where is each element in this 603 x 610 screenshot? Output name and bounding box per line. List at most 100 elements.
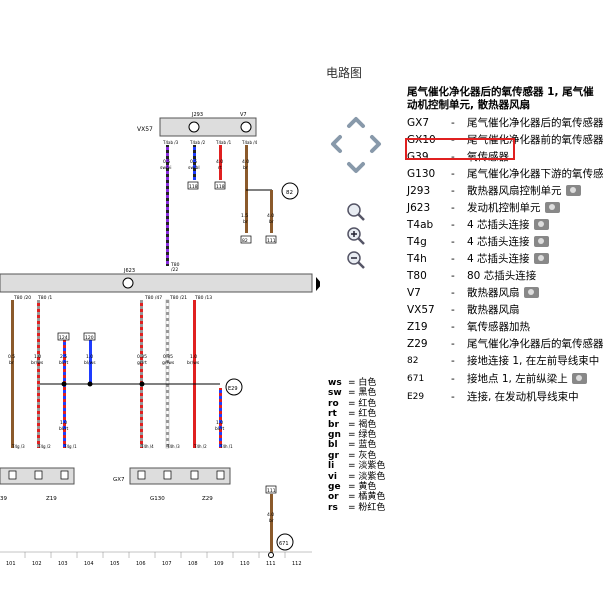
legend-code: 671 [407, 373, 425, 384]
legend-item-j623[interactable]: J623-发动机控制单元 [407, 199, 560, 216]
splice-ref-1: 124 [59, 335, 68, 341]
wire-color-1: sw/vi [160, 165, 171, 171]
legend-dash: - [451, 337, 455, 350]
legend-item-t4g[interactable]: T4g-4 芯插头连接 [407, 233, 549, 250]
wire-rt [219, 145, 222, 180]
camera-icon[interactable] [523, 287, 539, 298]
legend-code: G130 [407, 167, 436, 180]
legend-dash: - [451, 218, 455, 231]
camera-icon[interactable] [533, 253, 549, 264]
legend-dash: - [451, 116, 455, 129]
camera-icon[interactable] [565, 185, 581, 196]
e29-circle [225, 378, 243, 396]
color-code: rt [328, 409, 337, 420]
color-row: gn= 绿色 [328, 430, 377, 441]
g39-label: 39 [0, 496, 7, 502]
legend-code: T4g [407, 235, 427, 248]
color-name: 淡紫色 [358, 461, 386, 472]
legend-title-line1: 尾气催化净化器后的氧传感器 1, 尾气催 [407, 86, 594, 98]
legend-item-j293[interactable]: J293-散热器风扇控制单元 [407, 182, 581, 199]
wl-color-1: br [9, 360, 14, 366]
pan-right-button[interactable] [366, 134, 386, 154]
track-107: 107 [162, 561, 172, 567]
low-pin-6: T4h /2 [193, 444, 207, 449]
wire-brws-left [37, 300, 40, 448]
legend-item-e29[interactable]: E29-连接, 在发动机导线束中 [407, 388, 579, 405]
pan-down-button[interactable] [346, 158, 366, 178]
color-name: 红色 [358, 409, 377, 420]
wire-size-5: 1.5 [241, 213, 248, 219]
v7-label: V7 [240, 112, 247, 118]
legend-item-g130[interactable]: G130-尾气催化净化器下游的氧传感器 [407, 165, 603, 182]
wr-size-3: 1.0 [190, 354, 197, 360]
legend-item-v7[interactable]: V7-散热器风扇 [407, 284, 539, 301]
camera-icon[interactable] [571, 373, 587, 384]
color-name: 红色 [358, 398, 377, 409]
legend-item-z29[interactable]: Z29-尾气催化净化器后的氧传感器 [407, 335, 603, 352]
color-row: rt= 红色 [328, 409, 377, 420]
legend-code: V7 [407, 286, 421, 299]
legend-item-t80[interactable]: T80-80 芯插头连接 [407, 267, 536, 284]
low-pin-1: T4g /3 [11, 444, 25, 449]
camera-icon[interactable] [533, 236, 549, 247]
z29-label: Z29 [202, 496, 213, 502]
color-name: 粉红色 [358, 502, 386, 513]
color-code: li [328, 461, 335, 472]
t80-mid: T80 [170, 262, 180, 268]
color-row: gr= 灰色 [328, 450, 377, 461]
track-112: 112 [292, 561, 302, 567]
wire-blrt-1 [63, 340, 66, 384]
top-pin-4: T4ab /4 [241, 140, 258, 145]
legend-item-g39[interactable]: G39-氧传感器 [407, 148, 509, 165]
pan-up-button[interactable] [346, 112, 366, 132]
color-code: gn [328, 430, 341, 441]
legend-dash: - [451, 167, 455, 180]
wire-color-6: br [269, 219, 274, 225]
legend-item-gx7[interactable]: GX7-尾气催化净化器后的氧传感器 [407, 114, 603, 131]
color-name: 淡紫色 [358, 471, 386, 482]
track-110: 110 [240, 561, 250, 567]
color-name: 褐色 [358, 419, 377, 430]
e29-label: E29 [228, 386, 238, 392]
color-code: ws [328, 378, 342, 388]
sensor-symbols [8, 470, 225, 480]
low-pin-5: T4h /3 [166, 444, 180, 449]
zoom-out-button[interactable] [346, 250, 366, 270]
panel-title: 电路图 [326, 66, 363, 80]
legend-text: 80 芯插头连接 [467, 270, 537, 282]
legend-dash: - [451, 303, 455, 316]
legend-item-z19[interactable]: Z19-氧传感器加热 [407, 318, 530, 335]
gx7-label: GX7 [113, 477, 125, 483]
legend-item-t4h[interactable]: T4h-4 芯插头连接 [407, 250, 549, 267]
legend-text: 连接, 在发动机导线束中 [467, 391, 579, 403]
camera-icon[interactable] [544, 202, 560, 213]
j293-label: J293 [191, 112, 203, 118]
pan-left-button[interactable] [326, 134, 346, 154]
ground-671-circle [276, 533, 294, 551]
legend-item-82[interactable]: 82-接地连接 1, 在左前导线束中 [407, 352, 599, 369]
circuit-diagram: VX57 J293 V7 T4ab /3 T4ab /2 T4ab /1 T4a… [0, 112, 320, 567]
legend-text: 氧传感器加热 [467, 321, 530, 333]
ref-box-1: 118 [189, 184, 198, 190]
wire-swbl [193, 145, 196, 180]
zoom-fit-button[interactable] [346, 202, 366, 222]
legend-item-vx57[interactable]: VX57-散热器风扇 [407, 301, 520, 318]
j623-box [0, 273, 313, 293]
legend-item-671[interactable]: 671-接地点 1, 左前纵梁上 [407, 370, 587, 387]
top-pin-3: T4ab /1 [215, 140, 232, 145]
camera-icon[interactable] [533, 219, 549, 230]
zoom-in-button[interactable] [346, 226, 366, 246]
g130-label: G130 [150, 496, 165, 502]
legend-item-t4ab[interactable]: T4ab-4 芯插头连接 [407, 216, 549, 233]
low-pin-7: T4h /1 [219, 444, 233, 449]
track-102: 102 [32, 561, 42, 567]
vw-size-2: 1.0 [216, 420, 223, 426]
legend-title-line2: 动机控制单元, 散热器风扇 [407, 99, 531, 111]
fan-control-icon [188, 121, 200, 133]
legend-title: 尾气催化净化器后的氧传感器 1, 尾气催 动机控制单元, 散热器风扇 [407, 86, 603, 112]
j623-label: J623 [123, 268, 135, 274]
track-101: 101 [6, 561, 16, 567]
track-109: 109 [214, 561, 224, 567]
low-pin-2: T4g /2 [37, 444, 51, 449]
wire-color-legend: ws= 白色 sw= 黑色 ro= 红色 rt= 红色 br= 褐色 gn= 绿… [328, 378, 408, 513]
